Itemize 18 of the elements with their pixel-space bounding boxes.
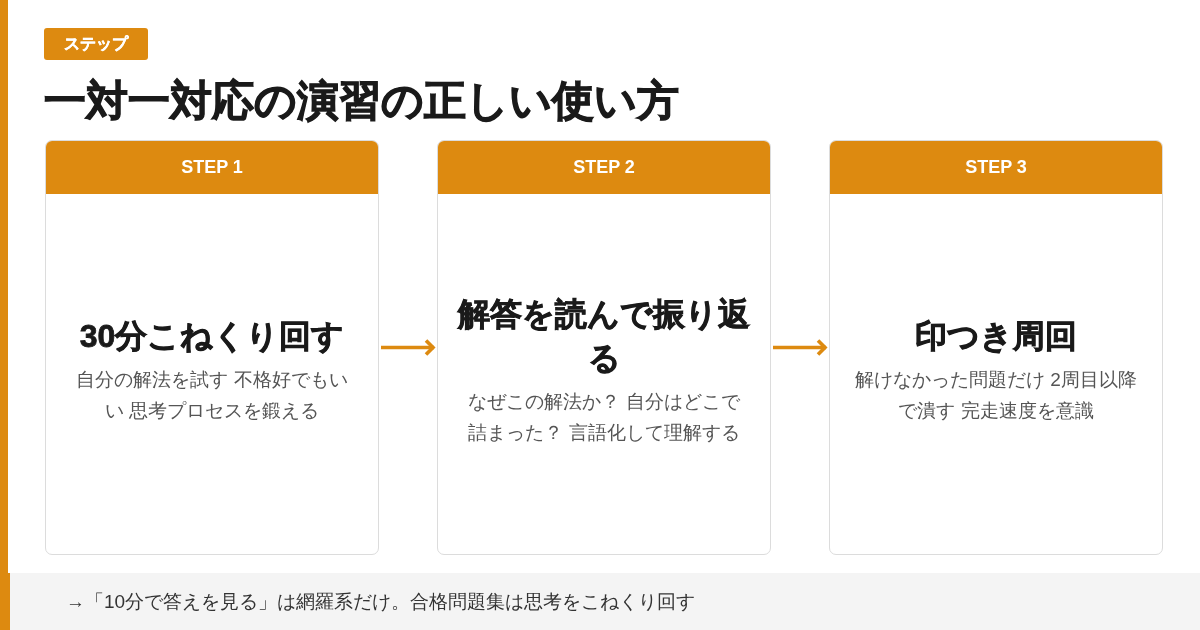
step-card xyxy=(437,140,771,555)
step-title: 解答を読んで振り返る xyxy=(456,295,751,378)
note-text: →「10分で答えを見る」は網羅系だけ。合格問題集は思考をこねくり回す xyxy=(66,589,696,614)
step-title: 印つき周回 xyxy=(915,317,1077,356)
title: 一対一対応の演習の正しい使い方 xyxy=(44,76,679,126)
step-card xyxy=(829,140,1163,555)
step-header: STEP 3 xyxy=(830,141,1162,194)
step-description: 解けなかった問題だけ 2周目以降で潰す 完走速度を意識 xyxy=(854,368,1138,423)
arrow xyxy=(773,338,827,357)
step-header: STEP 1 xyxy=(46,141,378,194)
step-header: STEP 2 xyxy=(438,141,770,194)
note-band xyxy=(0,573,1200,630)
step-title: 30分こねくり回す xyxy=(79,317,345,356)
step-description: 自分の解法を試す 不格好でもいい 思考プロセスを鍛える xyxy=(75,368,349,423)
arrow xyxy=(381,338,435,357)
step-description: なぜこの解法か？ 自分はどこで詰まった？ 言語化して理解する xyxy=(467,390,741,445)
step-card xyxy=(45,140,379,555)
step-tag: ステップ xyxy=(44,28,148,60)
